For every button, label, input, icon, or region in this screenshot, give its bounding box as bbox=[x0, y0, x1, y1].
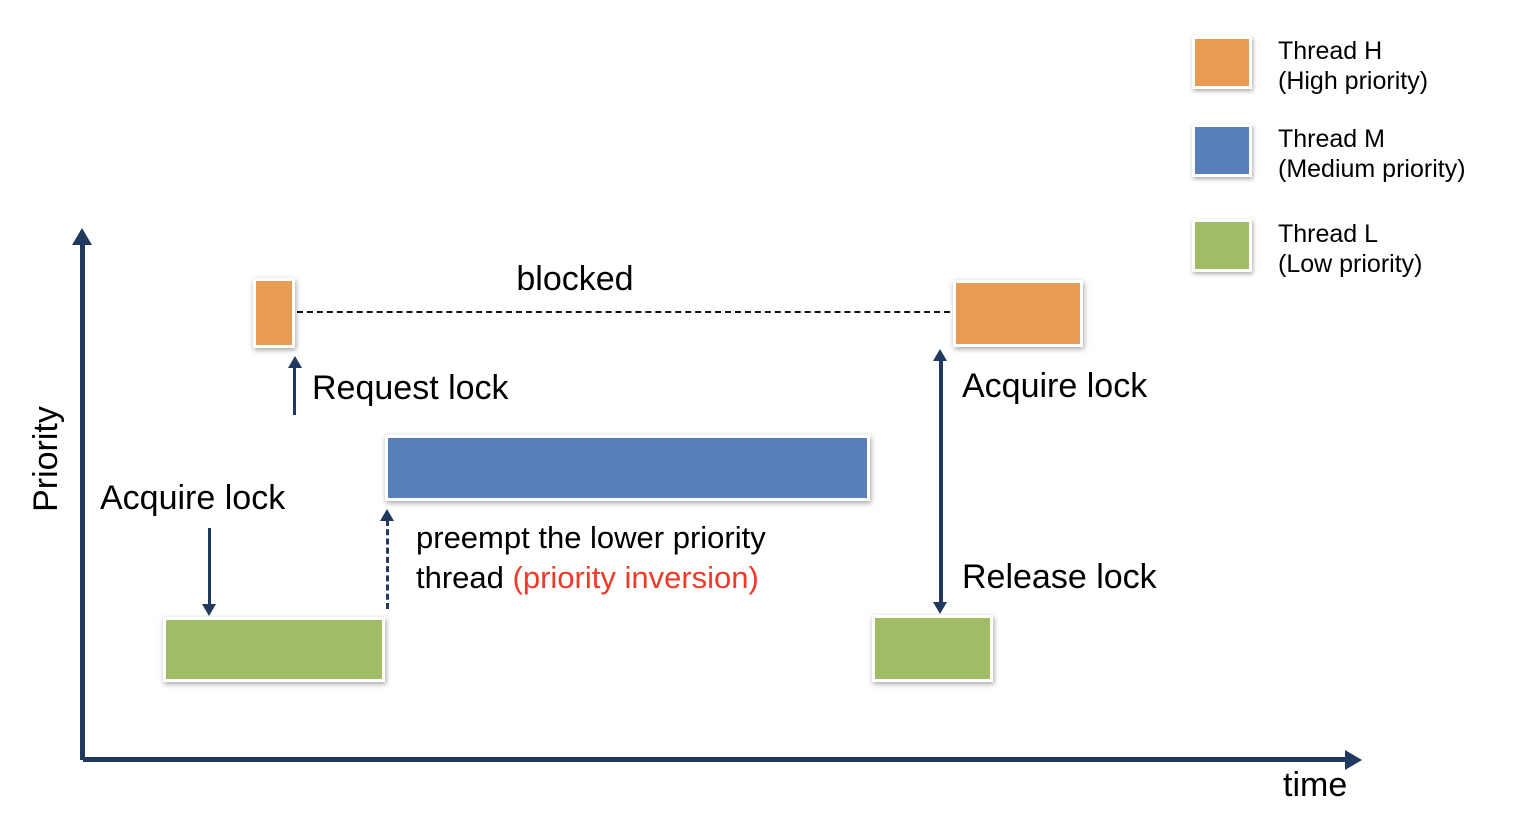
acquire-lock-low-label: Acquire lock bbox=[100, 479, 286, 517]
thread-l-run-end-box bbox=[872, 615, 993, 682]
thread-h-swatch bbox=[1192, 36, 1252, 89]
thread-m-swatch bbox=[1192, 124, 1252, 177]
thread-m-legend-text: Thread M (Medium priority) bbox=[1278, 124, 1466, 184]
thread-h-subtitle: (High priority) bbox=[1278, 67, 1429, 95]
blocked-dashed-line bbox=[297, 311, 950, 313]
thread-l-subtitle: (Low priority) bbox=[1278, 250, 1423, 278]
request-lock-arrowhead-icon bbox=[288, 356, 302, 368]
preempt-dashed-arrow-line bbox=[386, 520, 389, 609]
priority-inversion-highlight: (priority inversion) bbox=[512, 560, 759, 595]
y-axis-arrowhead-icon bbox=[72, 228, 92, 245]
thread-h-run-resume-box bbox=[953, 280, 1083, 347]
thread-l-title: Thread L bbox=[1278, 220, 1379, 248]
request-lock-label: Request lock bbox=[312, 369, 509, 407]
preempt-caption-line2: thread (priority inversion) bbox=[416, 558, 766, 598]
acquire-lock-high-label: Acquire lock bbox=[962, 367, 1148, 405]
x-axis bbox=[83, 757, 1345, 762]
thread-l-run-start-box bbox=[163, 617, 385, 682]
thread-h-legend-text: Thread H (High priority) bbox=[1278, 36, 1428, 96]
release-lock-arrowhead-icon bbox=[933, 602, 947, 614]
acquire-release-arrow-line bbox=[939, 360, 943, 603]
legend-item-thread-l: Thread L (Low priority) bbox=[1192, 219, 1422, 279]
thread-h-run-start-box bbox=[253, 278, 295, 348]
legend-item-thread-m: Thread M (Medium priority) bbox=[1192, 124, 1466, 184]
legend-item-thread-h: Thread H (High priority) bbox=[1192, 36, 1428, 96]
x-axis-label: time bbox=[1283, 766, 1348, 804]
thread-h-title: Thread H bbox=[1278, 37, 1383, 65]
x-axis-arrowhead-icon bbox=[1345, 750, 1362, 770]
thread-m-subtitle: (Medium priority) bbox=[1278, 155, 1466, 183]
blocked-label: blocked bbox=[516, 260, 634, 298]
thread-m-run-box bbox=[385, 435, 870, 501]
acquire-lock-high-arrowhead-icon bbox=[933, 349, 947, 361]
acquire-lock-low-arrow-line bbox=[208, 528, 211, 606]
y-axis-label: Priority bbox=[27, 406, 65, 512]
thread-l-legend-text: Thread L (Low priority) bbox=[1278, 219, 1422, 279]
preempt-caption: preempt the lower priority thread (prior… bbox=[416, 518, 766, 598]
request-lock-arrow-line bbox=[293, 367, 296, 415]
preempt-arrowhead-icon bbox=[380, 509, 394, 521]
preempt-caption-line1: preempt the lower priority bbox=[416, 520, 766, 555]
acquire-lock-low-arrowhead-icon bbox=[202, 604, 216, 616]
y-axis bbox=[80, 243, 85, 760]
thread-m-title: Thread M bbox=[1278, 125, 1385, 153]
preempt-caption-line2-prefix: thread bbox=[416, 560, 513, 595]
thread-l-swatch bbox=[1192, 219, 1252, 272]
release-lock-label: Release lock bbox=[962, 558, 1157, 596]
